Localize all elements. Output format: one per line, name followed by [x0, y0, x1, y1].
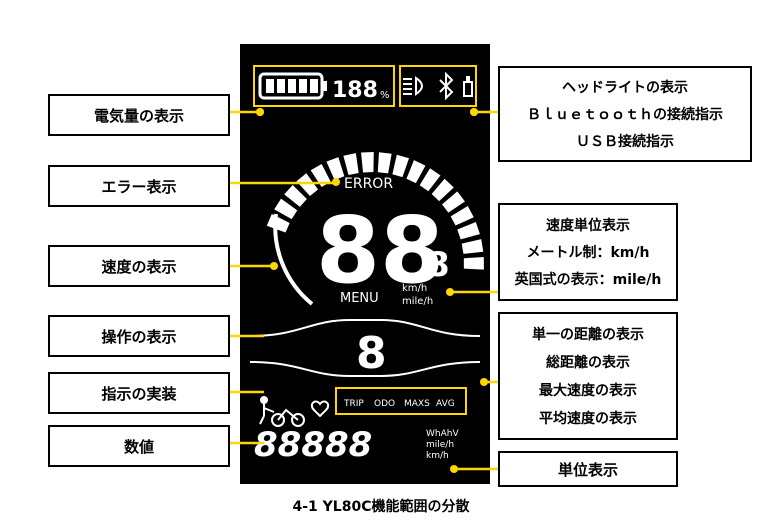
label-distance-total: 総距離の表示: [546, 355, 630, 371]
label-distances: 単一の距離の表示 総距離の表示 最大速度の表示 平均速度の表示: [498, 312, 678, 440]
value-unit-label: mile/h: [426, 440, 454, 450]
label-battery: 電気量の表示: [48, 94, 230, 136]
heart-icon: [310, 400, 330, 418]
label-speed-unit-metric: メートル制：km/h: [526, 244, 650, 261]
mode-label: AVG: [436, 399, 455, 409]
battery-icon: [258, 72, 327, 100]
label-numeric: 数値: [48, 425, 230, 467]
label-avg-speed: 平均速度の表示: [539, 411, 637, 427]
speed-decimal: 8: [426, 245, 450, 285]
label-unit-display: 単位表示: [498, 451, 678, 487]
mode-label: TRIP: [343, 399, 364, 409]
speed-arc-segment: [442, 191, 465, 213]
bluetooth-icon: [439, 71, 454, 101]
label-speed-unit-imperial: 英国式の表示：mile/h: [514, 272, 662, 289]
mode-pointer-dot: [480, 378, 488, 386]
unit-kmh: km/h: [402, 283, 427, 294]
label-indicator: 指示の実装: [48, 372, 230, 414]
label-speed-unit: 速度単位表示 メートル制：km/h 英国式の表示：mile/h: [498, 203, 678, 301]
speed-arc-segment: [450, 205, 474, 226]
label-headlight: ヘッドライトの表示: [562, 80, 688, 97]
speed-arc-segment: [274, 198, 298, 220]
speed-digits: 88: [316, 197, 444, 304]
speed-arc-segment: [431, 178, 454, 202]
label-speed-unit-title: 速度単位表示: [546, 217, 630, 234]
status-icons-frame: [399, 65, 477, 107]
mode-label: ODO: [374, 399, 395, 409]
speed-arc-segment: [361, 152, 374, 173]
label-error: エラー表示: [48, 165, 230, 207]
label-max-speed: 最大速度の表示: [539, 383, 637, 399]
speed-arc-segment: [326, 157, 345, 180]
battery-percent: 188: [332, 78, 378, 103]
operation-frame-lines: [249, 319, 481, 377]
label-usb: ＵＳＢ接続指示: [576, 133, 674, 150]
label-bluetooth: Ｂｌｕｅｔｏｏｔｈの接続指示: [527, 106, 723, 123]
speed-arc-segment: [310, 163, 331, 188]
value-unit-label: km/h: [426, 451, 449, 461]
speed-arc-segment: [392, 154, 410, 178]
value-digits: 88888: [254, 425, 372, 465]
decimal-point: [419, 275, 425, 281]
lcd-display-panel: 188 % ERROR 88 8 MENU km/h: [240, 44, 490, 484]
error-indicator: ERROR: [344, 176, 393, 192]
menu-label: MENU: [340, 291, 379, 306]
label-operation: 操作の表示: [48, 315, 230, 357]
speed-unit-pointer-dot: [446, 288, 454, 296]
battery-frame: [253, 65, 395, 107]
speed-arc-segment: [457, 222, 480, 240]
lcd-display-graphic: 188 % ERROR 88 8 MENU km/h: [249, 65, 488, 473]
mode-frame: [335, 387, 467, 415]
label-headlight-bluetooth-usb: ヘッドライトの表示 Ｂｌｕｅｔｏｏｔｈの接続指示 ＵＳＢ接続指示: [498, 66, 752, 162]
label-speed: 速度の表示: [48, 245, 230, 287]
speed-arc-segment: [419, 168, 441, 192]
status-pointer-dot: [470, 108, 478, 116]
speed-arc-segment: [377, 152, 392, 174]
error-pointer-dot: [332, 178, 340, 186]
speed-arc-segment: [343, 153, 359, 176]
label-distance-single: 単一の距離の表示: [532, 327, 644, 343]
unit-display-pointer-dot: [450, 465, 458, 473]
battery-pointer-dot: [256, 108, 264, 116]
speed-arc-segment: [406, 160, 426, 184]
mode-labels: TRIP ODO MAXS AVG: [343, 399, 455, 409]
speed-arc-segment: [284, 184, 307, 207]
percent-sign: %: [380, 90, 390, 101]
operation-digit: 8: [356, 328, 387, 379]
value-unit-label: WhAhV: [426, 429, 459, 439]
headlight-icon: [403, 76, 423, 96]
speed-arc-segment: [296, 173, 319, 197]
unit-mileh: mile/h: [402, 296, 433, 307]
speed-arc-segment: [266, 214, 290, 233]
mode-label: MAXS: [404, 399, 430, 409]
walk-assist-icon: [259, 396, 305, 427]
speed-arc-segment: [463, 256, 484, 270]
speed-arc-segment: [461, 239, 484, 254]
speed-arc-inner: [273, 213, 314, 306]
speed-arc-gauge: [266, 152, 484, 306]
usb-icon: [463, 76, 473, 97]
figure-caption: 4-1 YL80C機能範囲の分散: [292, 499, 470, 515]
